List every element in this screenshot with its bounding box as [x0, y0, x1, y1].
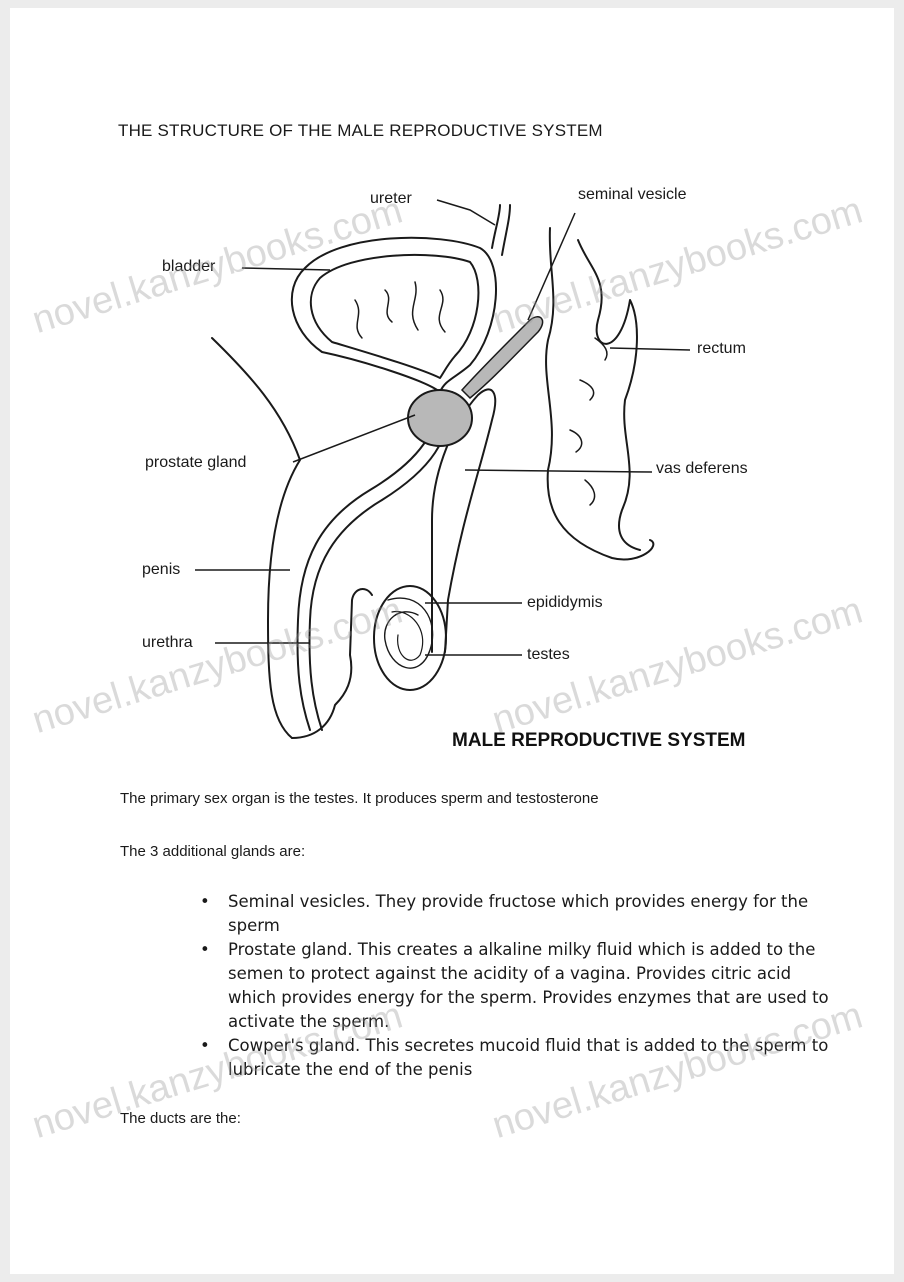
leader-bladder	[242, 268, 330, 270]
rectum-outline	[546, 228, 653, 559]
leader-seminal-vesicle	[528, 213, 575, 320]
leader-rectum	[610, 348, 690, 350]
label-penis: penis	[142, 561, 180, 579]
gland-item-seminal-vesicles: Seminal vesicles. They provide fructose …	[200, 890, 840, 938]
leader-ureter	[437, 200, 495, 225]
penis-outline	[292, 589, 372, 738]
ducts-heading: The ducts are the:	[120, 1110, 241, 1127]
bladder-inner	[311, 255, 479, 378]
gland-item-prostate: Prostate gland. This creates a alkaline …	[200, 938, 840, 1034]
glands-list: Seminal vesicles. They provide fructose …	[200, 890, 840, 1082]
gland-item-cowpers: Cowper's gland. This secretes mucoid flu…	[200, 1034, 840, 1082]
leader-vas-deferens	[465, 470, 652, 472]
glands-heading: The 3 additional glands are:	[120, 843, 305, 860]
abdominal-outline	[212, 338, 300, 738]
label-seminal-vesicle: seminal vesicle	[578, 186, 686, 204]
label-vas-deferens: vas deferens	[656, 460, 748, 478]
seminal-vesicle-shape	[462, 317, 543, 398]
label-testes: testes	[527, 646, 570, 664]
label-ureter: ureter	[370, 190, 412, 208]
intro-text: The primary sex organ is the testes. It …	[120, 790, 599, 807]
label-bladder: bladder	[162, 258, 215, 276]
prostate-shape	[408, 390, 472, 446]
page-title: THE STRUCTURE OF THE MALE REPRODUCTIVE S…	[118, 121, 603, 141]
urethra-tube	[298, 392, 441, 730]
ureter-tube	[492, 205, 500, 248]
leader-prostate	[293, 415, 415, 462]
label-prostate-gland: prostate gland	[145, 454, 246, 472]
label-epididymis: epididymis	[527, 594, 603, 612]
label-urethra: urethra	[142, 634, 193, 652]
label-rectum: rectum	[697, 340, 746, 358]
section-title: MALE REPRODUCTIVE SYSTEM	[452, 730, 745, 752]
